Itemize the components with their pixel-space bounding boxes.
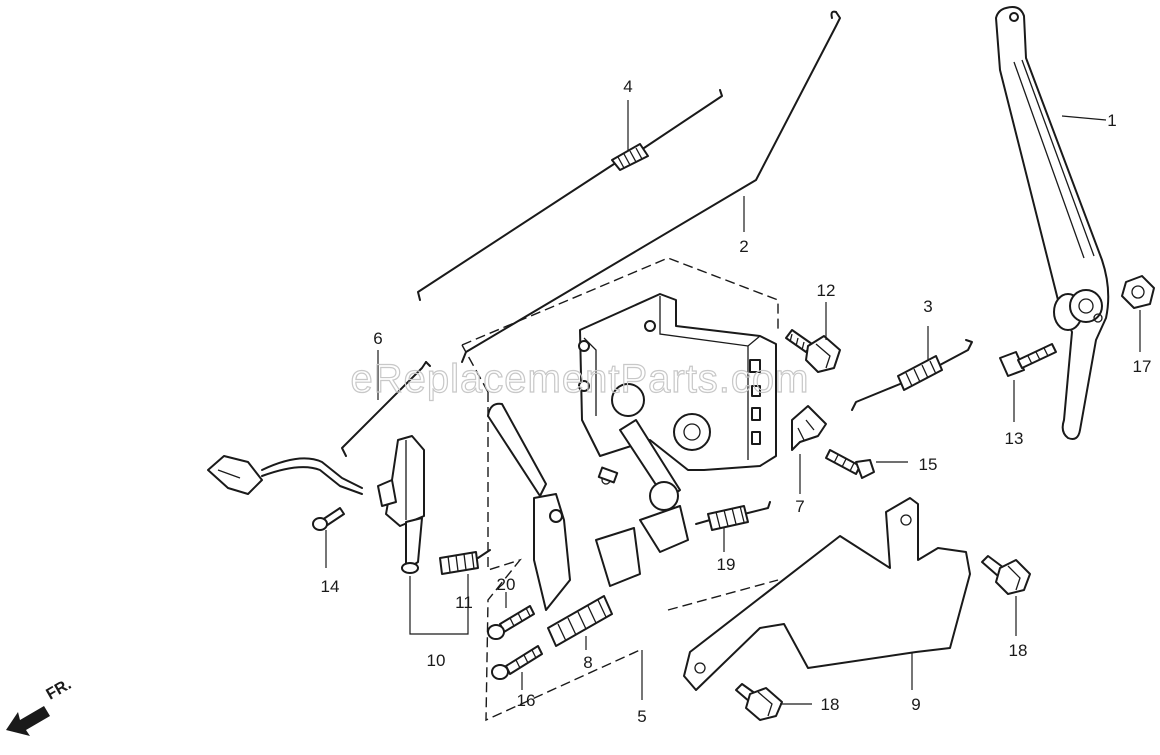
callout-17: 17 — [1133, 357, 1152, 376]
part-7-clip — [791, 405, 827, 451]
callout-12: 12 — [817, 281, 836, 300]
callout-10: 10 — [427, 651, 446, 670]
part-18-bolt-a — [981, 555, 1031, 595]
part-14-screw — [312, 507, 345, 531]
part-5-bracket — [487, 293, 777, 611]
part-3-spring — [851, 339, 973, 411]
front-direction-indicator: FR. — [6, 676, 74, 736]
front-arrow-icon — [6, 706, 50, 736]
callout-9: 9 — [911, 695, 920, 714]
part-17-nut — [1121, 275, 1155, 309]
leader-lines — [325, 100, 1141, 705]
callout-2: 2 — [739, 237, 748, 256]
part-2-rod — [461, 11, 841, 363]
part-8-spring — [547, 595, 613, 647]
part-20-screw — [487, 605, 535, 640]
callout-4: 4 — [623, 77, 632, 96]
part-12-bolt — [785, 329, 841, 373]
part-18-bolt-b — [735, 683, 783, 721]
callout-14: 14 — [321, 577, 340, 596]
callout-18-b: 18 — [821, 695, 840, 714]
part-16-screw — [491, 645, 543, 680]
part-19-spring — [695, 501, 771, 531]
front-label: FR. — [44, 676, 75, 704]
part-10-switch — [207, 435, 425, 574]
part-4-spring-rod — [417, 89, 723, 301]
callout-6: 6 — [373, 329, 382, 348]
part-15-screw — [825, 449, 875, 479]
callout-8: 8 — [583, 653, 592, 672]
callout-16: 16 — [517, 691, 536, 710]
callout-3: 3 — [923, 297, 932, 316]
callout-19: 19 — [717, 555, 736, 574]
part-9-plate — [683, 497, 971, 691]
part-1-lever — [995, 6, 1110, 440]
callout-1: 1 — [1107, 111, 1116, 130]
callout-15: 15 — [919, 455, 938, 474]
callout-7: 7 — [795, 497, 804, 516]
callout-5: 5 — [637, 707, 646, 726]
part-13-bolt — [999, 343, 1057, 377]
callout-13: 13 — [1005, 429, 1024, 448]
part-6-wire — [341, 361, 427, 457]
callout-18-a: 18 — [1009, 641, 1028, 660]
callout-20: 20 — [497, 575, 516, 594]
callout-11: 11 — [455, 593, 473, 612]
watermark: eReplacementParts.com — [351, 357, 810, 401]
part-11-spring — [439, 549, 491, 575]
